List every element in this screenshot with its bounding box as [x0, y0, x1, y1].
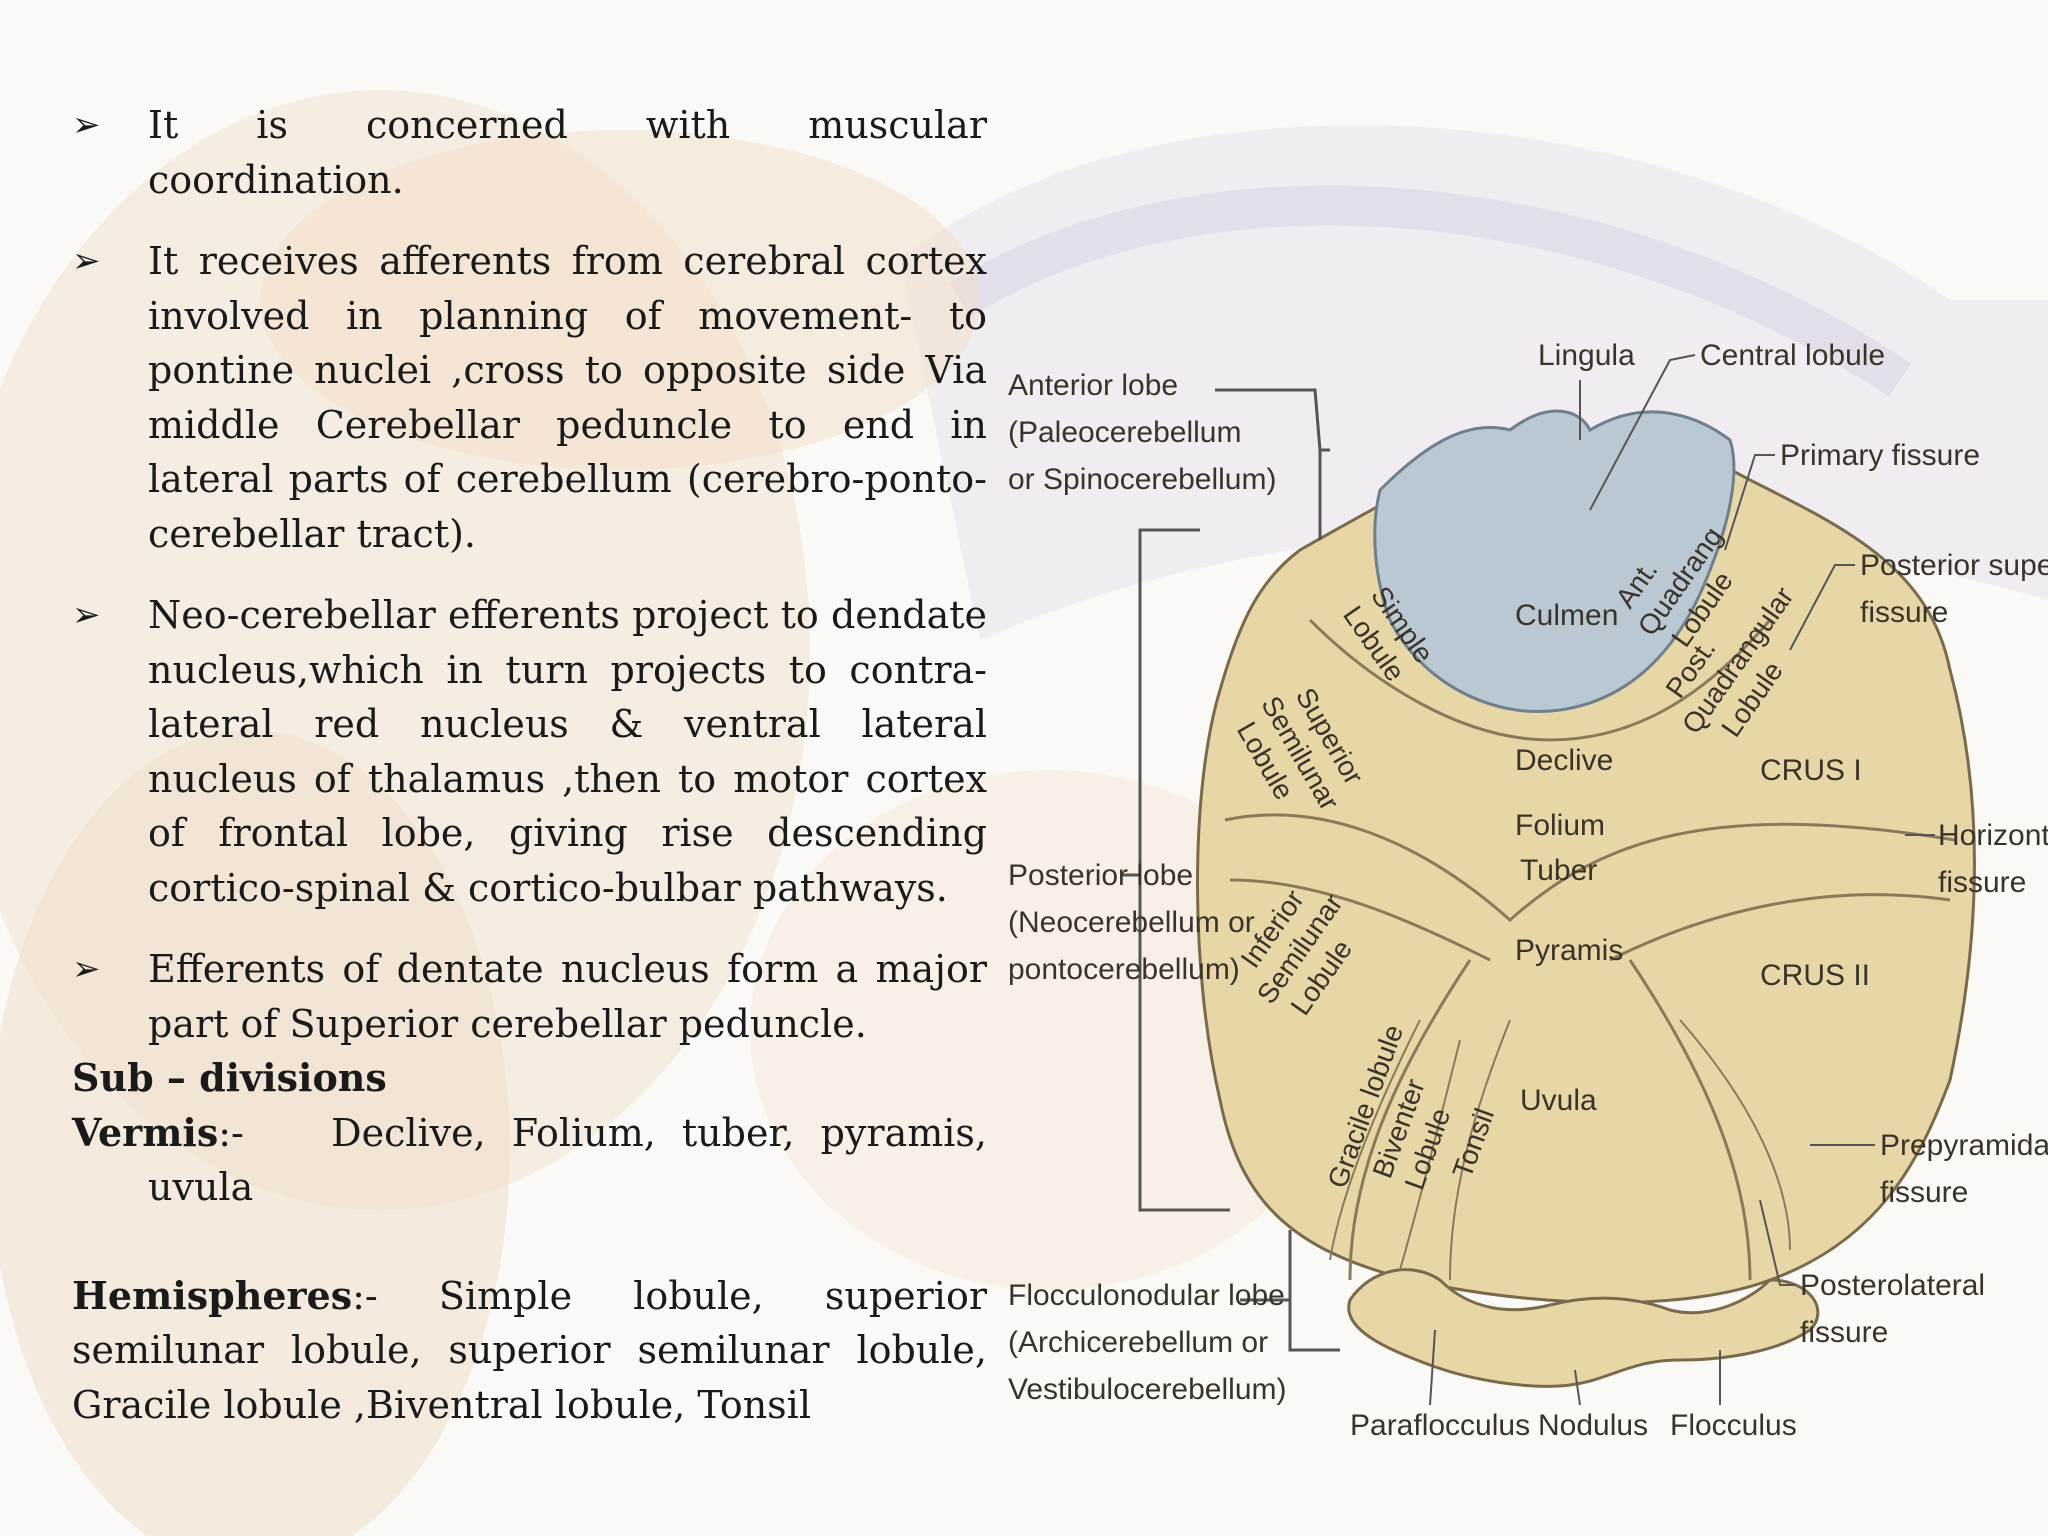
anterior-lobe-label: Anterior lobe (Paleocerebellum or Spinoc…	[1008, 369, 1276, 496]
arrow-bullet-icon: ➢	[72, 949, 101, 989]
tuber-label: Tuber	[1520, 854, 1597, 887]
hemispheres-label: Hemispheres	[72, 1272, 353, 1318]
anterior-lobe-region	[1373, 409, 1736, 713]
flocculonodular-lobe-label: Flocculonodular lobe (Archicerebellum or…	[1008, 1279, 1293, 1406]
lingula-label: Lingula	[1538, 339, 1635, 372]
flocculonodular-region	[1347, 1268, 1820, 1388]
posterior-lobe-label: Posterior lobe (Neocerebellum or pontoce…	[1008, 859, 1263, 986]
posterolateral-fissure-label: Posterolateral fissure	[1800, 1269, 1993, 1349]
arrow-bullet-icon: ➢	[72, 595, 101, 635]
culmen-label: Culmen	[1515, 599, 1618, 632]
bullet-item: ➢ It receives afferents from cerebral co…	[72, 234, 987, 561]
vermis-separator: :-	[218, 1110, 244, 1155]
bullet-text: It receives afferents from cerebral cort…	[148, 239, 987, 556]
vermis-definition: Vermis:- Declive, Folium, tuber, pyramis…	[72, 1106, 987, 1161]
hemispheres-text: Simple lobule, superior semilunar lobule…	[72, 1273, 987, 1427]
bullet-item: ➢ Efferents of dentate nucleus form a ma…	[72, 942, 987, 1051]
horizontal-fissure-label: Horizontal fissure	[1938, 819, 2048, 899]
folium-label: Folium	[1515, 809, 1605, 842]
uvula-label: Uvula	[1520, 1084, 1597, 1117]
bullet-text: It is concerned with muscular coordinati…	[148, 103, 987, 202]
crus-i-label: CRUS I	[1760, 754, 1862, 787]
posterior-superior-fissure-label: Posterior superior fissure	[1860, 549, 2048, 629]
vermis-text: Declive, Folium, tuber, pyramis,	[331, 1110, 987, 1155]
vermis-cont-text: uvula	[148, 1165, 254, 1209]
central-lobule-label: Central lobule	[1700, 339, 1885, 372]
bullet-text: Efferents of dentate nucleus form a majo…	[148, 947, 987, 1046]
arrow-bullet-icon: ➢	[72, 241, 101, 281]
crus-ii-label: CRUS II	[1760, 959, 1870, 992]
bullet-item: ➢ Neo-cerebellar efferents project to de…	[72, 588, 987, 915]
paraflocculus-label: Paraflocculus	[1350, 1409, 1530, 1442]
hemispheres-definition: Hemispheres:- Simple lobule, superior se…	[72, 1269, 987, 1433]
subdivisions-heading: Sub – divisions	[72, 1055, 387, 1100]
declive-label: Declive	[1515, 744, 1613, 777]
arrow-bullet-icon: ➢	[72, 105, 101, 145]
hemispheres-separator: :-	[352, 1273, 378, 1318]
pyramis-label: Pyramis	[1515, 934, 1623, 967]
primary-fissure-label: Primary fissure	[1780, 439, 1980, 472]
bullet-text: Neo-cerebellar efferents project to dend…	[148, 593, 987, 910]
prepyramidal-fissure-label: Prepyramidal fissure	[1880, 1129, 2048, 1209]
cerebellum-diagram: Anterior lobe (Paleocerebellum or Spinoc…	[1008, 339, 2048, 1442]
nodulus-label: Nodulus	[1538, 1409, 1648, 1442]
vermis-label: Vermis	[72, 1109, 219, 1155]
bullet-item: ➢ It is concerned with muscular coordina…	[72, 98, 987, 207]
vermis-continuation: uvula	[72, 1160, 987, 1215]
flocculus-label: Flocculus	[1670, 1409, 1797, 1442]
text-column: ➢ It is concerned with muscular coordina…	[72, 98, 987, 1432]
